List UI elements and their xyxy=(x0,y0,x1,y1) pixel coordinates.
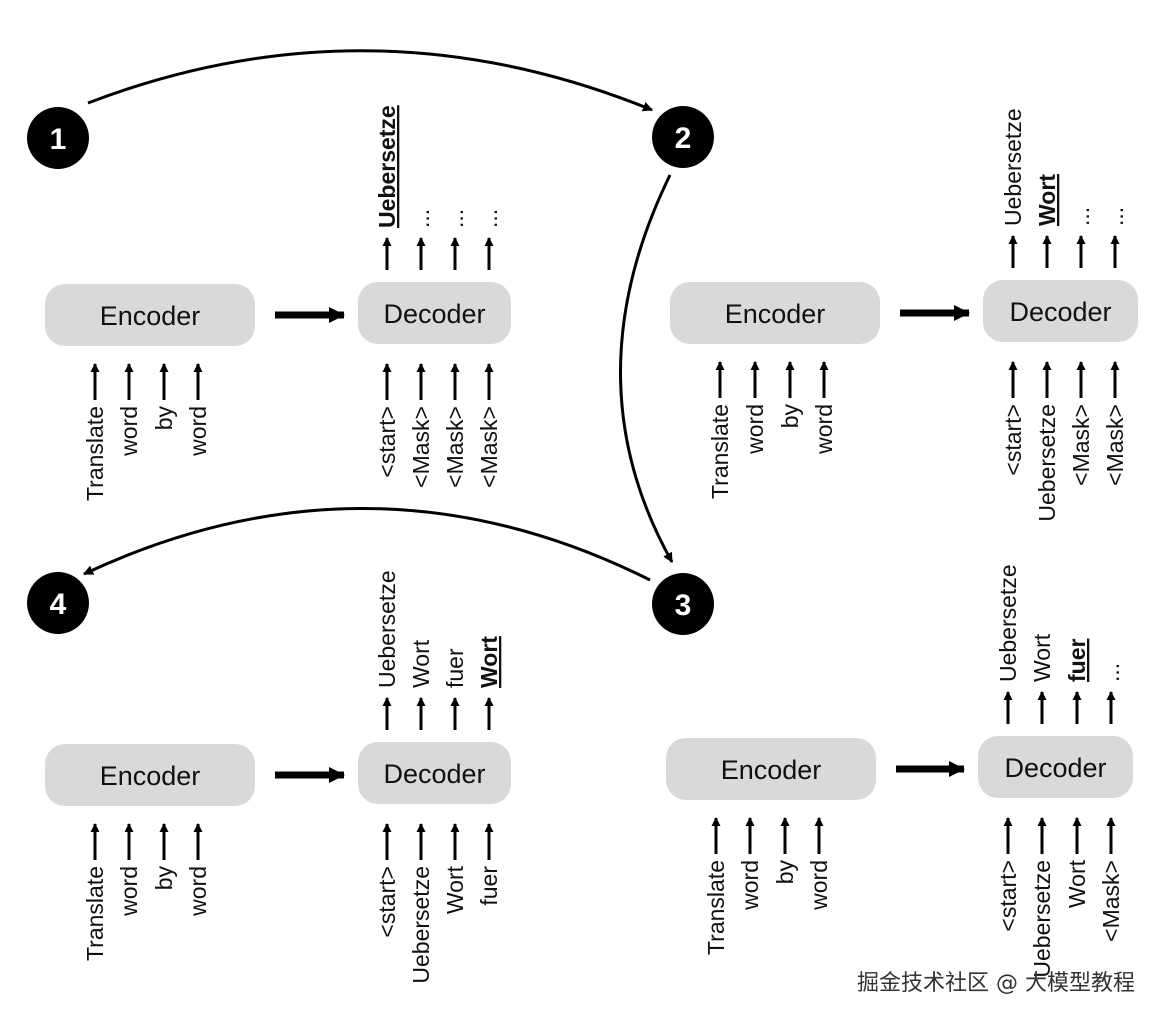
decoder-output-token: ... xyxy=(1098,663,1124,682)
decoder-input-token: <start> xyxy=(995,860,1021,932)
encoder-input-token: word xyxy=(185,866,211,917)
encoder-input-token: Translate xyxy=(82,866,108,961)
encoder-input-token: word xyxy=(116,866,142,917)
encoder-label: Encoder xyxy=(100,761,201,791)
decoder-output-token: Wort xyxy=(408,639,434,688)
decoder-output-token: Uebersetze xyxy=(995,564,1021,682)
step-2-to-3-arrow xyxy=(619,174,674,563)
encoder-input-token: word xyxy=(116,406,142,457)
decoder-input-token: <Mask> xyxy=(442,406,468,488)
decoder-label: Decoder xyxy=(1004,753,1106,783)
decoder-input-token: <start> xyxy=(374,866,400,938)
encoder-box xyxy=(45,744,255,806)
decoder-output-token: Uebersetze xyxy=(1000,108,1026,226)
encoder-input-token: word xyxy=(811,404,837,455)
encoder-input-token: by xyxy=(151,406,177,431)
encoder-input-token: word xyxy=(742,404,768,455)
step-number: 1 xyxy=(50,123,67,156)
decoder-input-token: <Mask> xyxy=(1068,404,1094,486)
decoder-input-token: <Mask> xyxy=(476,406,502,488)
encoder-input-token: by xyxy=(777,404,803,429)
decoder-box xyxy=(983,280,1138,342)
encoder-box xyxy=(670,282,880,344)
encoder-label: Encoder xyxy=(100,301,201,331)
step-badge-2: 2 xyxy=(652,106,714,168)
decoder-output-token: Uebersetze xyxy=(374,570,400,688)
decoder-input-token: Uebersetze xyxy=(1029,860,1055,978)
decoder-input-token: Uebersetze xyxy=(408,866,434,984)
decoder-box xyxy=(978,736,1133,798)
step-number: 3 xyxy=(675,589,692,622)
step-number: 4 xyxy=(50,588,67,621)
encoder-box xyxy=(666,738,876,800)
step-badge-4: 4 xyxy=(27,572,89,634)
decoder-box xyxy=(358,282,511,344)
step-3-to-4-arrow xyxy=(83,506,651,582)
predicted-token: Wort xyxy=(1034,174,1060,226)
encoder-input-token: Translate xyxy=(82,406,108,501)
decoder-output-token: ... xyxy=(476,209,502,228)
predicted-token: Uebersetze xyxy=(374,105,400,228)
encoder-input-token: Translate xyxy=(703,860,729,955)
watermark: 掘金技术社区 @ 大模型教程 xyxy=(857,971,1135,996)
decoder-output-token: ... xyxy=(442,209,468,228)
decoder-input-token: <Mask> xyxy=(1098,860,1124,942)
encoder-input-token: word xyxy=(806,860,832,911)
decoder-input-token: <Mask> xyxy=(408,406,434,488)
decoder-output-token: Wort xyxy=(1029,633,1055,682)
encoder-input-token: word xyxy=(737,860,763,911)
encoder-box xyxy=(45,284,255,346)
predicted-token: Wort xyxy=(476,636,502,688)
predicted-token: fuer xyxy=(1064,639,1090,683)
decoder-output-token: ... xyxy=(1102,207,1128,226)
encoder-input-token: by xyxy=(151,866,177,891)
decoder-input-token: <start> xyxy=(1000,404,1026,476)
encoder-input-token: Translate xyxy=(707,404,733,499)
step-1-to-2-arrow xyxy=(87,49,653,112)
decoder-input-token: fuer xyxy=(476,866,502,906)
encoder-input-token: word xyxy=(185,406,211,457)
decoder-input-token: Uebersetze xyxy=(1034,404,1060,522)
step-number: 2 xyxy=(675,122,692,155)
step-badge-1: 1 xyxy=(27,107,89,169)
decoder-box xyxy=(358,742,511,804)
decoder-label: Decoder xyxy=(383,299,485,329)
decoder-label: Decoder xyxy=(383,759,485,789)
decoder-output-token: ... xyxy=(1068,207,1094,226)
decoder-input-token: <Mask> xyxy=(1102,404,1128,486)
decoder-output-token: ... xyxy=(408,209,434,228)
decoder-input-token: <start> xyxy=(374,406,400,478)
encoder-input-token: by xyxy=(772,860,798,885)
step-badge-3: 3 xyxy=(652,573,714,635)
encoder-label: Encoder xyxy=(721,755,822,785)
decoder-input-token: Wort xyxy=(1064,859,1090,908)
decoder-label: Decoder xyxy=(1009,297,1111,327)
decoder-output-token: fuer xyxy=(442,648,468,688)
decoder-input-token: Wort xyxy=(442,865,468,914)
encoder-label: Encoder xyxy=(725,299,826,329)
